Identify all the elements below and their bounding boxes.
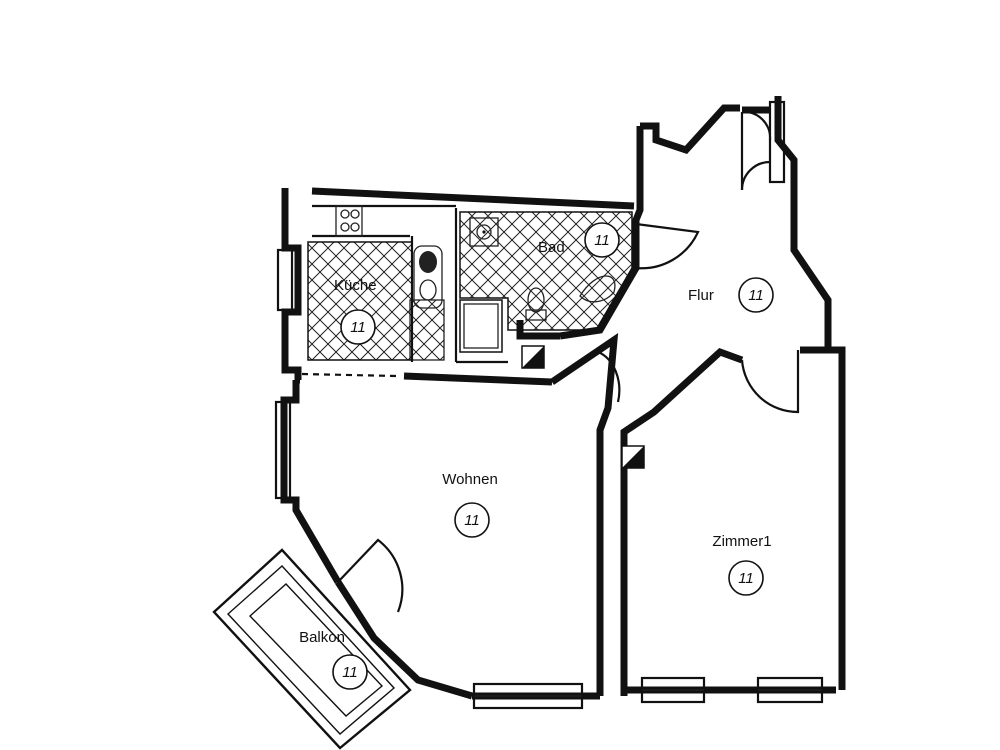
sink xyxy=(413,245,443,309)
room-code-wohnen: 11 xyxy=(464,512,480,529)
room-label-kueche: Küche xyxy=(334,277,377,294)
door-zimmer1 xyxy=(740,350,800,414)
shower xyxy=(459,299,503,353)
room-label-wohnen: Wohnen xyxy=(442,471,498,488)
windows xyxy=(274,100,824,710)
room-code-circle-bad xyxy=(584,222,620,258)
room-label-zimmer1: Zimmer1 xyxy=(712,533,771,550)
shaft-1 xyxy=(521,345,545,369)
washbasin xyxy=(469,217,499,247)
room-label-balkon: Balkon xyxy=(299,629,345,646)
door-entrance xyxy=(740,110,772,191)
room-label-bad: Bad xyxy=(538,239,565,256)
door-balkon xyxy=(337,538,404,613)
shaft-2 xyxy=(621,445,645,469)
toilet xyxy=(525,287,547,321)
room-code-circle-balkon xyxy=(332,654,368,690)
room-code-circle-zimmer1 xyxy=(728,560,764,596)
bathtub xyxy=(579,275,616,303)
room-code-balkon: 11 xyxy=(342,664,358,681)
room-label-flur: Flur xyxy=(688,287,714,304)
room-code-kueche: 11 xyxy=(350,319,366,336)
room-code-circle-flur xyxy=(738,277,774,313)
room-code-flur: 11 xyxy=(748,287,764,304)
kitchen-tiles-strip xyxy=(409,299,445,361)
room-code-circle-wohnen xyxy=(454,502,490,538)
room-code-circle-kueche xyxy=(340,309,376,345)
door-bath xyxy=(635,222,700,270)
door-wohnen xyxy=(597,350,621,403)
stove xyxy=(335,205,363,237)
balcony-outline xyxy=(212,548,412,750)
room-code-bad: 11 xyxy=(594,232,610,249)
room-code-zimmer1: 11 xyxy=(738,570,754,587)
